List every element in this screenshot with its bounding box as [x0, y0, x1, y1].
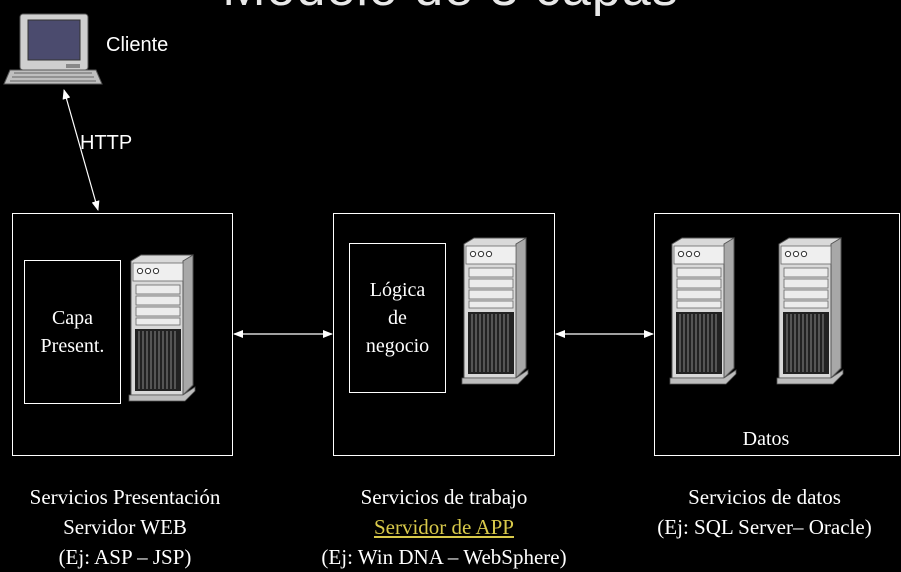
caption-business: Servicios de trabajo Servidor de APP (Ej…: [284, 482, 604, 572]
caption-line: (Ej: ASP – JSP): [58, 545, 192, 569]
caption-presentation: Servicios Presentación Servidor WEB (Ej:…: [0, 482, 250, 572]
tier-business-box: [333, 213, 555, 456]
http-connector: [62, 89, 100, 211]
caption-line: Servidor WEB: [63, 515, 187, 539]
caption-data: Servicios de datos (Ej: SQL Server– Orac…: [628, 482, 901, 542]
caption-line: Servicios de trabajo: [360, 485, 528, 509]
protocol-label: HTTP: [80, 132, 133, 154]
tier-data-box: [654, 213, 900, 456]
caption-line: Servicios de datos: [688, 485, 841, 509]
computer-icon: [3, 13, 103, 85]
caption-line: (Ej: Win DNA – WebSphere): [321, 545, 567, 569]
data-label: Datos: [742, 428, 790, 450]
presentation-layer-box: Capa Present.: [24, 260, 121, 404]
caption-line: Servicios Presentación: [29, 485, 221, 509]
client-label: Cliente: [106, 34, 169, 56]
caption-line: (Ej: SQL Server– Oracle): [657, 515, 872, 539]
app-server-link[interactable]: Servidor de APP: [373, 515, 514, 539]
page-title: Modelo de 3 capas: [0, 0, 901, 18]
business-logic-box: Lógica de negocio: [349, 243, 446, 393]
tier-presentation-box: [12, 213, 233, 456]
